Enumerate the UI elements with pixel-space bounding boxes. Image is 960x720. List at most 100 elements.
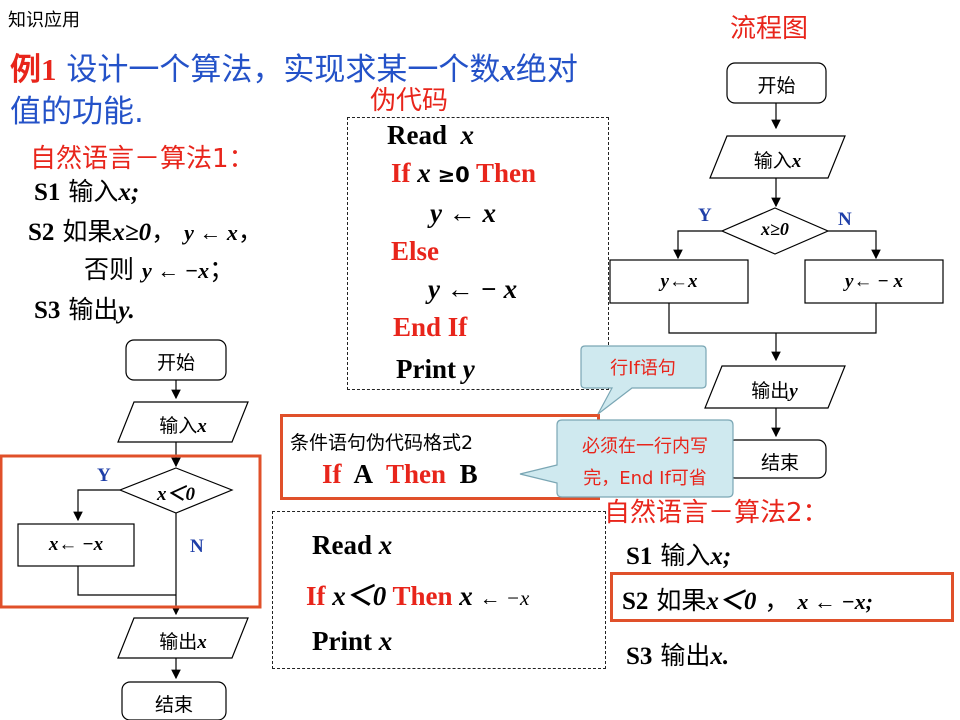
step-label: S3	[34, 297, 61, 324]
example-line2: 值的功能.	[10, 94, 144, 130]
step-label: S1	[34, 179, 61, 206]
algo1-step3: S3 输出y.	[34, 290, 135, 326]
step-cond: x≥0	[112, 219, 152, 246]
flow1-right-box: y← − x	[845, 271, 903, 292]
code2-if: If x＜0 Then x ← −x	[306, 574, 529, 613]
flow1-no: N	[838, 209, 852, 230]
if-cond: x	[417, 158, 431, 188]
step-text: 输入	[68, 177, 119, 206]
step-assign: x ← −x;	[797, 589, 873, 614]
algo2-step1: S1 输入x;	[626, 536, 731, 572]
output-var: y	[789, 381, 798, 402]
print-var: y	[462, 354, 475, 384]
callout-bottom-shape	[519, 419, 734, 498]
code2-read: Read x	[312, 530, 392, 561]
step-sep: ，	[237, 217, 263, 246]
input-var: x	[197, 416, 207, 437]
algo2-step2-highlight	[610, 572, 954, 622]
if-keyword: If	[391, 158, 411, 188]
callout-bottom-line2: 完，End If可省	[583, 468, 707, 489]
code1-else: Else	[391, 236, 440, 266]
callout-bottom-line1: 必须在一行内写	[582, 436, 708, 457]
code1-read: Read x	[387, 120, 474, 151]
code1-then-stmt: y ← x	[430, 198, 496, 228]
flow2-decision-highlight	[0, 454, 262, 609]
read-var: x	[460, 120, 475, 150]
output-label: 输出	[751, 380, 790, 402]
step-label: S1	[626, 543, 653, 570]
format-b: B	[459, 459, 478, 489]
flow2-start: 开始	[156, 352, 195, 374]
example-text2: 绝对	[515, 52, 578, 88]
pseudocode-box-1	[347, 117, 609, 390]
then-keyword: Then	[386, 459, 447, 489]
flow1-yes: Y	[698, 205, 712, 226]
step-text: 输出	[660, 641, 711, 670]
step-text: 如果	[656, 586, 707, 615]
flow2-yes: Y	[97, 465, 111, 486]
step-var: x.	[710, 643, 730, 670]
flow1-left-box: y←x	[660, 271, 698, 292]
code1-print: Print y	[396, 354, 475, 385]
flow1-end: 结束	[760, 452, 799, 474]
format-syntax: If A Then B	[322, 459, 478, 490]
then-op: ← −x	[479, 586, 530, 610]
flow1-start: 开始	[757, 75, 796, 97]
if-keyword: If	[306, 581, 326, 611]
code2-print: Print x	[312, 626, 392, 657]
flow2-decision: x＜0	[156, 484, 195, 505]
step-text: 如果	[62, 217, 113, 246]
algo1-title: 自然语言－算法1：	[30, 144, 255, 174]
input-var: x	[791, 151, 802, 172]
flow1-left-box-shape	[609, 259, 749, 304]
step-label: S2	[622, 588, 649, 615]
else-assign: y ← −x	[141, 258, 210, 283]
read-keyword: Read	[312, 530, 372, 560]
code1-endif: End If	[393, 312, 468, 342]
step-label: S3	[626, 643, 653, 670]
output-var: x	[197, 632, 207, 653]
flow2-output: 输出x	[124, 627, 242, 654]
step-text: 输入	[660, 541, 711, 570]
if-cond: x＜0	[332, 581, 387, 611]
flow1-input: 输入x	[715, 146, 840, 173]
flow-title: 流程图	[730, 14, 809, 44]
flow1-decision: x≥0	[761, 219, 789, 239]
callout-top-shape	[580, 345, 707, 415]
format-text: 条件语句伪代码格式2	[290, 432, 474, 454]
algo2-title: 自然语言－算法2：	[604, 498, 829, 528]
print-var: x	[378, 626, 393, 656]
step-var: y.	[118, 297, 135, 324]
flow2-output-shape	[117, 617, 249, 659]
pseudo-title: 伪代码	[370, 86, 449, 116]
else-text: 否则	[84, 255, 135, 284]
read-keyword: Read	[387, 120, 447, 150]
step-sep: ；	[209, 255, 235, 284]
code1-if: If x ≥0 Then	[391, 158, 536, 189]
step-text: 输出	[68, 295, 119, 324]
output-label: 输出	[159, 631, 198, 653]
code1-else-stmt: y ← − x	[428, 274, 518, 304]
step-var: x;	[710, 543, 732, 570]
print-keyword: Print	[312, 626, 372, 656]
section-label: 知识应用	[8, 10, 80, 31]
flow2-input: 输入x	[124, 411, 242, 438]
step-label: S2	[28, 219, 55, 246]
example-text: 设计一个算法，实现求某一个数	[66, 52, 501, 88]
flow2-input-shape	[117, 401, 249, 443]
flow2-no: N	[190, 536, 204, 557]
input-label: 输入	[159, 415, 198, 437]
step-sep: ，	[764, 586, 790, 615]
then-keyword: Then	[475, 158, 537, 188]
flow1-output-shape	[704, 365, 846, 409]
flow2-end: 结束	[154, 694, 193, 716]
algo1-else: 否则 y ← −x；	[84, 250, 234, 286]
flow2-end-shape	[121, 681, 227, 720]
flow2-box-shape	[17, 523, 135, 567]
flow1-decision-shape	[720, 207, 830, 255]
step-var: x;	[118, 179, 140, 206]
step-assign: y ← x	[184, 220, 238, 245]
algo2-step3: S3 输出x.	[626, 636, 729, 672]
format-a: A	[353, 459, 374, 489]
callout-top: 行If语句	[610, 358, 676, 379]
